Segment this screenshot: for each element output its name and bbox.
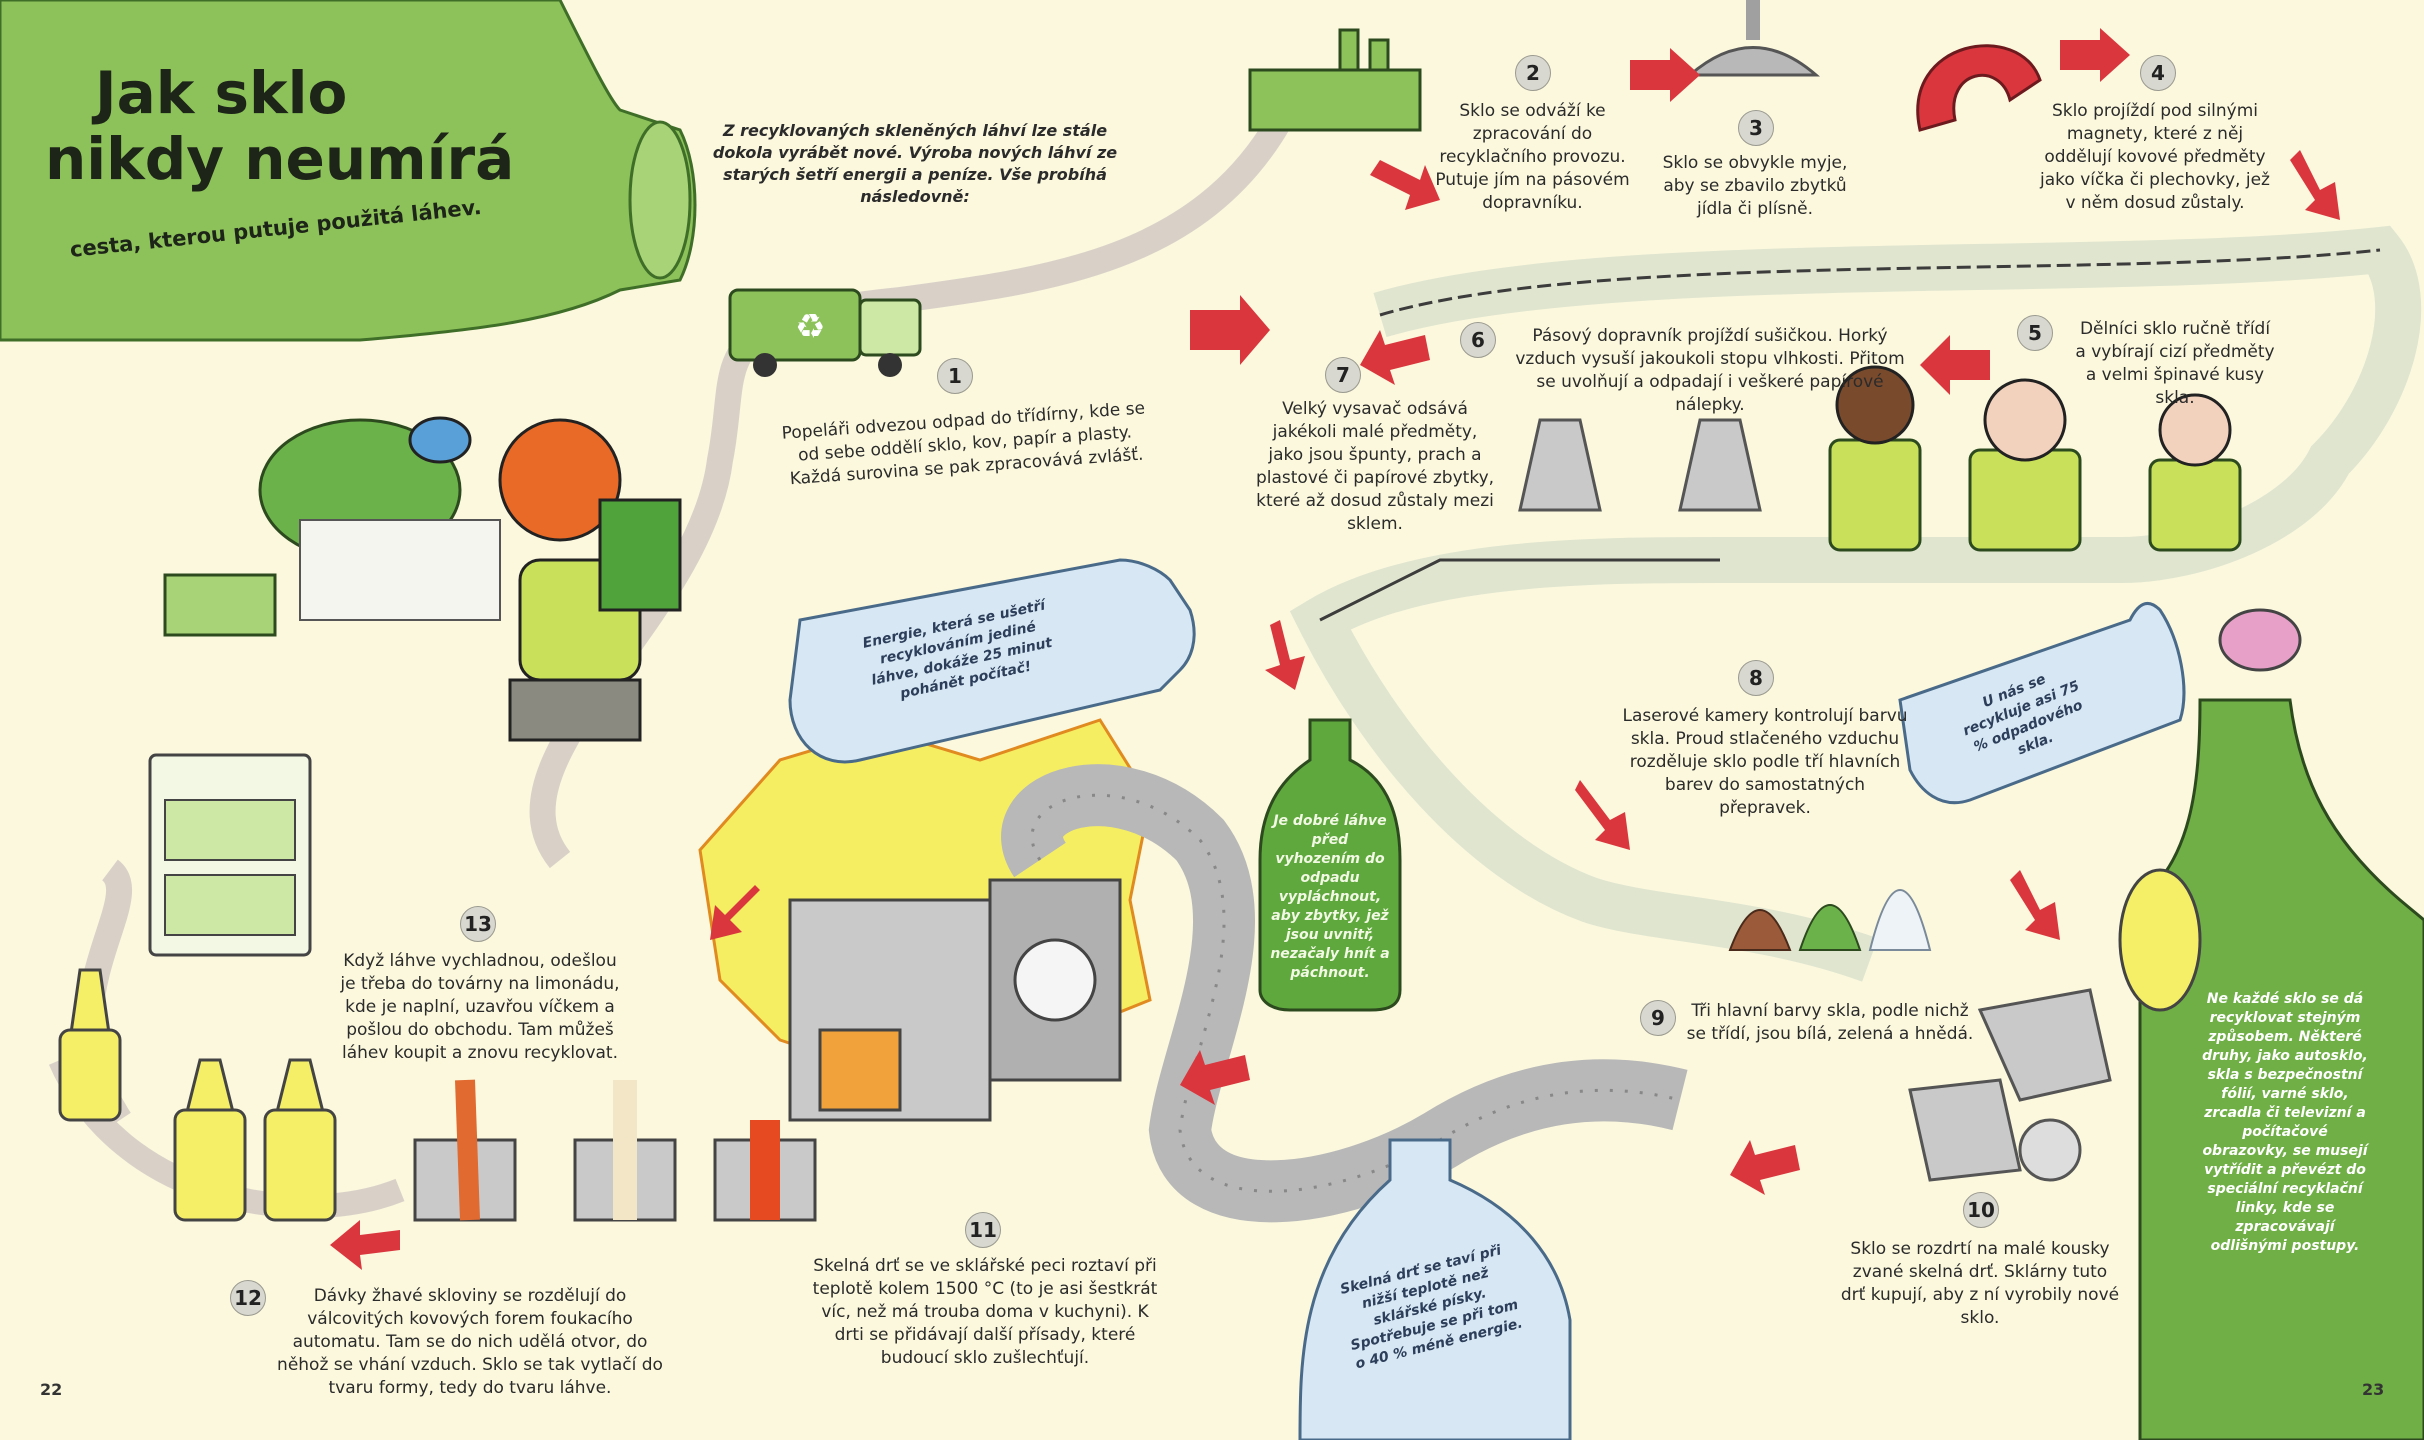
step-number-13: 13 <box>460 906 496 942</box>
step-text-9: Tři hlavní barvy skla, podle nichž se tř… <box>1686 1001 1974 1044</box>
pink-bird-icon <box>2218 608 2302 672</box>
blowing-molds <box>413 1079 817 1222</box>
step-text-7: Velký vysavač odsává jakékoli malé předm… <box>1255 399 1495 534</box>
svg-text:♻: ♻ <box>795 307 825 347</box>
drinks-fridge-icon <box>148 753 312 957</box>
step-number-11: 11 <box>965 1212 1001 1248</box>
bottle-mouth <box>628 120 692 280</box>
title-line-1: Jak sklo <box>95 59 348 127</box>
title-line-2: nikdy neumírá <box>45 125 515 193</box>
step-number-10: 10 <box>1963 1192 1999 1228</box>
recycle-rate-bottle <box>1898 601 2186 805</box>
step-text-5: Dělníci sklo ručně třídí a vybírají cizí… <box>2075 319 2275 408</box>
step-text-12: Dávky žhavé skloviny se rozdělují do vál… <box>277 1286 663 1398</box>
dryer-funnels <box>1518 418 1762 512</box>
page-number-right: 23 <box>2362 1380 2385 1399</box>
conveyor-lower <box>1289 537 1878 982</box>
recycling-truck-icon: ♻ <box>728 288 922 377</box>
step-number-1: 1 <box>937 358 973 394</box>
melt-bottle <box>1298 1138 1572 1440</box>
step-text-8: Laserové kamery kontrolují barvu skla. P… <box>1622 706 1908 818</box>
step-number-2: 2 <box>1515 55 1551 91</box>
step-text-11: Skelná drť se ve sklářské peci roztaví p… <box>812 1256 1158 1368</box>
glass-pipe-ribs <box>1030 793 1681 1193</box>
step-number-5: 5 <box>2017 315 2053 351</box>
step-number-9: 9 <box>1640 1000 1676 1036</box>
recycle-bin-icon <box>163 573 277 637</box>
yellow-bird-icon <box>2118 868 2202 1012</box>
conveyor-edge <box>1379 248 2381 317</box>
step-text-2: Sklo se odváží ke zpracování do recyklač… <box>1435 101 1630 213</box>
workers <box>1828 365 2242 552</box>
green-rinse-bottle <box>1258 718 1402 1012</box>
intro-text: Z recyklovaných skleněných láhví lze stá… <box>712 121 1118 206</box>
factory-icon <box>1248 28 1422 132</box>
step-number-6: 6 <box>1460 322 1496 358</box>
magnet-icon <box>1916 44 2042 132</box>
step-text-6: Pásový dopravník projíždí sušičkou. Hork… <box>1515 326 1905 415</box>
page-number-left: 22 <box>40 1380 63 1399</box>
step-number-4: 4 <box>2140 55 2176 91</box>
garden-bushes <box>258 418 501 621</box>
blue-tit-icon <box>408 416 472 464</box>
conveyor-lower-edge <box>1319 558 1720 622</box>
step-text-4: Sklo projíždí pod silnými magnety, které… <box>2040 101 2270 213</box>
title-bottle <box>0 0 697 342</box>
step-text-3: Sklo se obvykle myje, aby se zbavilo zby… <box>1662 153 1848 219</box>
step-text-13: Když láhve vychladnou, odešlou je třeba … <box>340 951 620 1063</box>
step-number-8: 8 <box>1738 660 1774 696</box>
shower-head-icon <box>1685 0 1821 77</box>
crusher-machine-icon <box>1908 988 2112 1182</box>
energy-bottle <box>788 558 1196 764</box>
step-text-10: Sklo se rozdrtí na malé kousky zvané ske… <box>1840 1239 2120 1328</box>
garbage-collector <box>498 418 682 742</box>
step-number-7: 7 <box>1325 357 1361 393</box>
not-every-note: Ne každé sklo se dá recyklovat stejným z… <box>2202 991 2368 1254</box>
right-bottle <box>2138 698 2424 1440</box>
rinse-note: Je dobré láhve před vyhozením do odpadu … <box>1270 813 1390 981</box>
red-arrows <box>330 28 2340 1270</box>
step-number-3: 3 <box>1738 110 1774 146</box>
sorted-glass-piles <box>1728 889 1932 951</box>
lemonade-bottles <box>58 968 337 1222</box>
step-number-12: 12 <box>230 1280 266 1316</box>
